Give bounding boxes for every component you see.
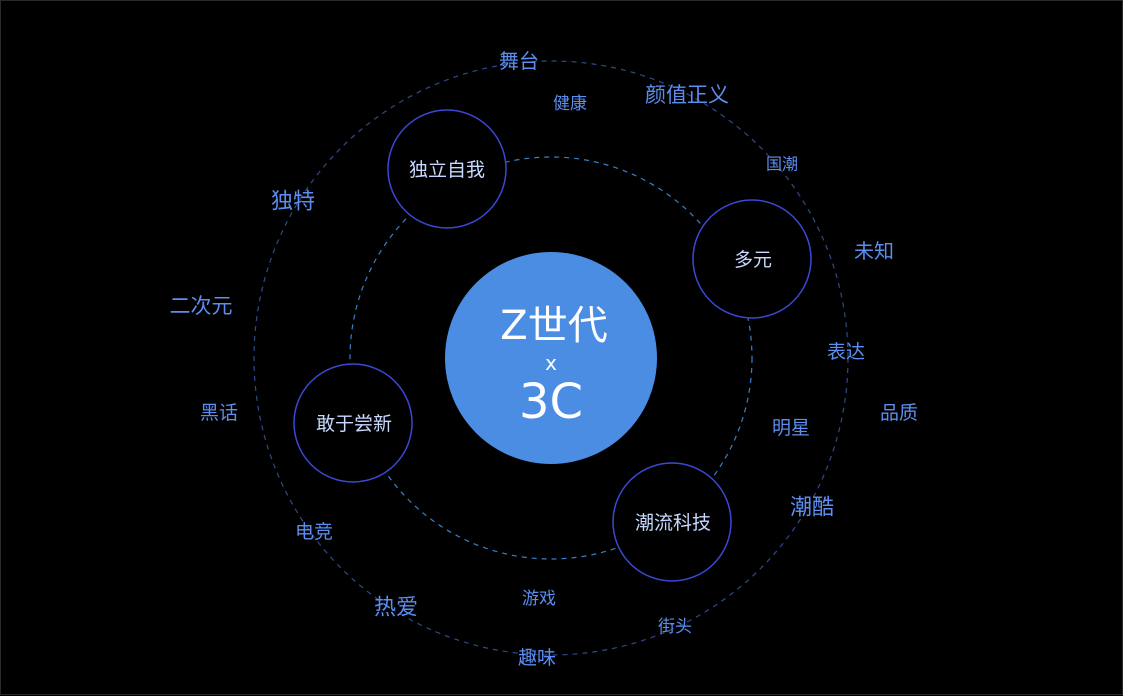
node-circle — [293, 363, 413, 483]
node-circle — [612, 462, 732, 582]
keyword-unique: 独特 — [271, 190, 315, 215]
center-title-line3: 3C — [519, 374, 583, 430]
keyword-quality: 品质 — [880, 402, 918, 424]
keyword-stage: 舞台 — [499, 49, 539, 73]
node-independent-self: 独立自我 — [387, 109, 507, 229]
center-title-line2: x — [545, 351, 557, 375]
node-label: 多元 — [734, 249, 772, 271]
keyword-cool: 潮酷 — [790, 496, 834, 521]
keyword-celebrity: 明星 — [772, 417, 810, 439]
keyword-express: 表达 — [827, 341, 865, 363]
keyword-fun: 趣味 — [518, 647, 556, 669]
inner-orbit — [349, 156, 753, 560]
node-label: 敢于尝新 — [316, 413, 392, 435]
keyword-slang: 黑话 — [200, 402, 238, 424]
keyword-acg: 二次元 — [170, 294, 233, 318]
keyword-guochao: 国潮 — [766, 155, 798, 174]
node-circle — [692, 199, 812, 319]
node-circle — [387, 109, 507, 229]
keyword-looks-justice: 颜值正义 — [645, 83, 729, 107]
node-diverse: 多元 — [692, 199, 812, 319]
keyword-street: 街头 — [658, 617, 692, 637]
keyword-health: 健康 — [553, 94, 587, 114]
keyword-esports: 电竞 — [295, 521, 333, 543]
outer-orbit — [253, 60, 849, 656]
center-title-line1: Z世代 — [500, 303, 607, 349]
node-trendy-tech: 潮流科技 — [612, 462, 732, 582]
keyword-unknown: 未知 — [854, 239, 894, 263]
node-label: 独立自我 — [409, 159, 485, 181]
keyword-games: 游戏 — [522, 589, 556, 609]
center-disc — [445, 252, 657, 464]
keyword-passion: 热爱 — [374, 596, 418, 621]
node-label: 潮流科技 — [635, 512, 711, 534]
node-dare-to-try: 敢于尝新 — [293, 363, 413, 483]
